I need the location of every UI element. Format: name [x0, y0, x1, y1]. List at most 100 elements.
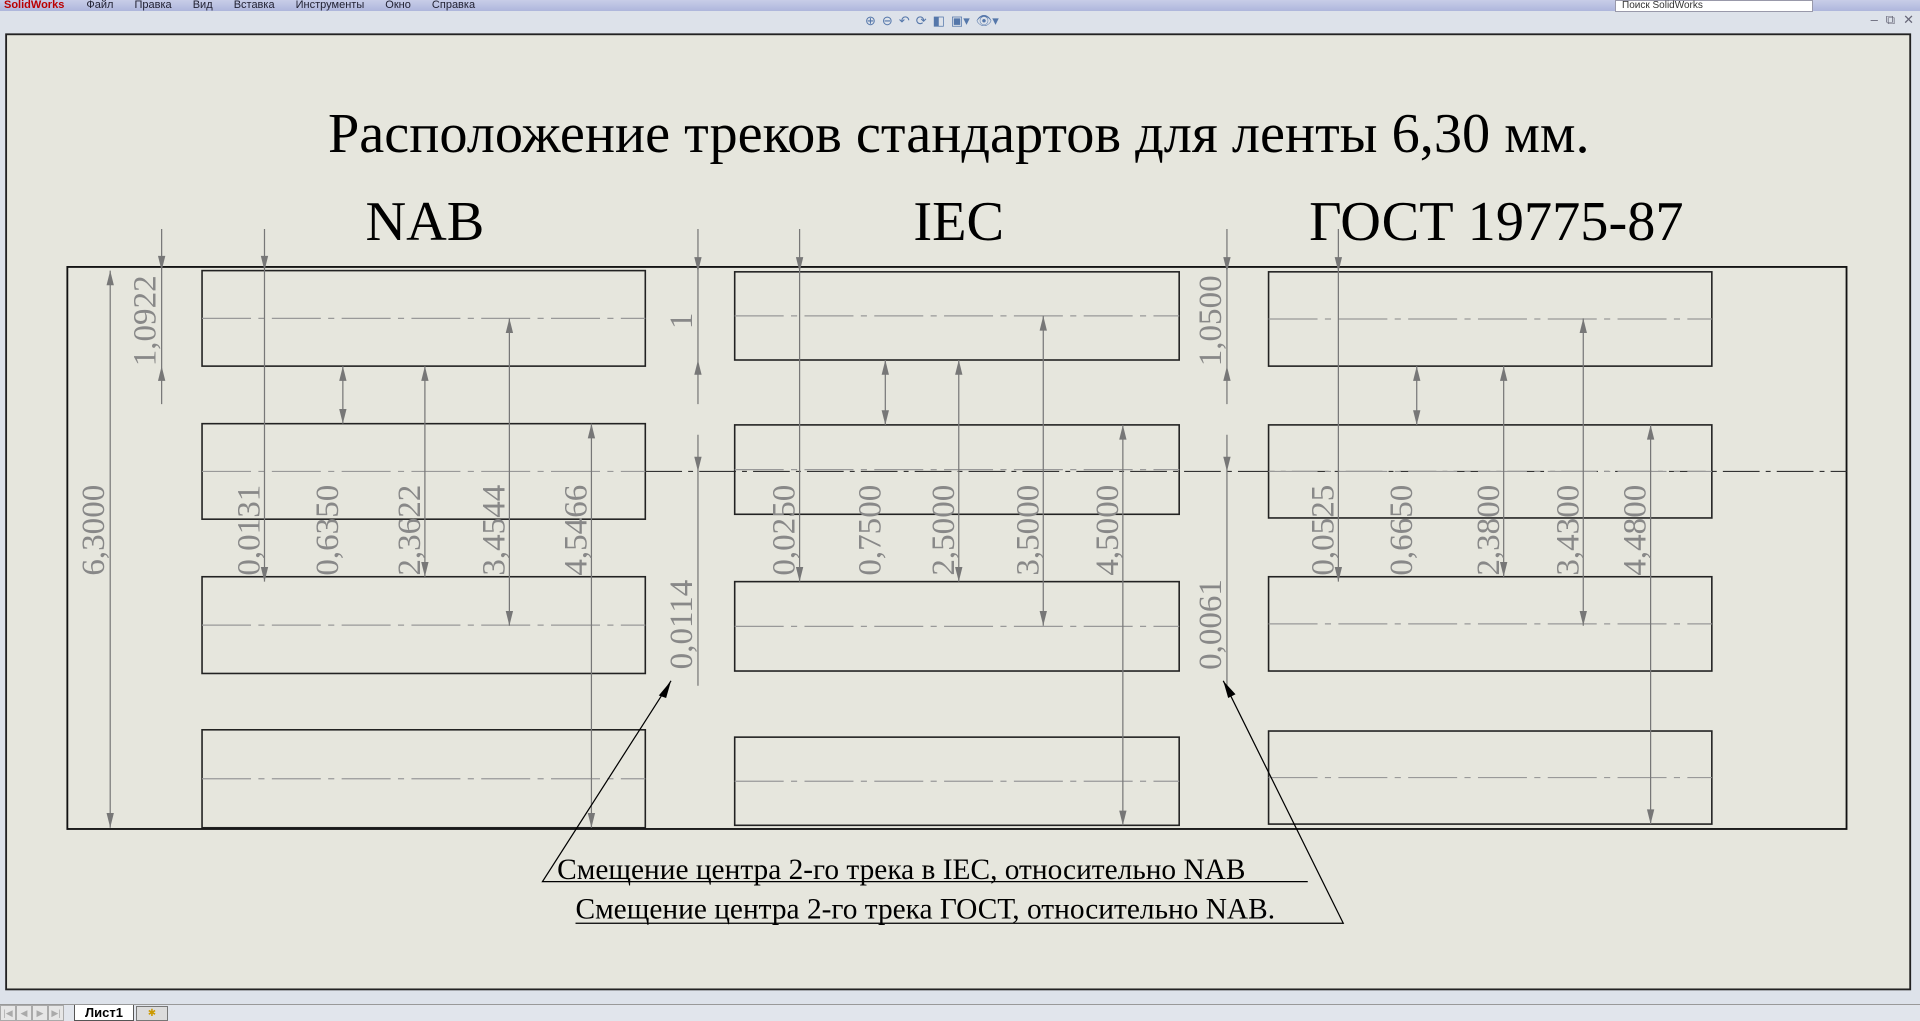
dimension-arrow [1579, 318, 1587, 334]
standard-title-gost: ГОСТ 19775-87 [1309, 191, 1683, 253]
note-gost-offset: Смещение центра 2-го трека ГОСТ, относит… [576, 893, 1276, 925]
dimension-arrow [694, 257, 702, 272]
minimize-button[interactable]: – [1870, 12, 1878, 27]
sheet-tab-list1[interactable]: Лист1 [74, 1005, 134, 1021]
dimension-arrow [1039, 611, 1047, 626]
redraw-icon[interactable]: ⟳ [915, 13, 927, 28]
menu-edit[interactable]: Правка [134, 0, 172, 11]
prev-sheet-button[interactable]: ◀ [16, 1005, 32, 1021]
first-sheet-button[interactable]: |◀ [0, 1005, 16, 1021]
dimension-arrow [1223, 257, 1231, 272]
dimension-label: 2,5000 [926, 485, 962, 576]
dimension-label: 3,4300 [1550, 485, 1586, 576]
dimension-arrow [505, 611, 514, 626]
dimension-arrow [694, 360, 702, 375]
dimension-label: 2,3800 [1471, 485, 1507, 576]
track-width-dimension-label: 1,0922 [128, 275, 164, 366]
close-button[interactable]: ✕ [1903, 12, 1914, 27]
track-width-dimension-label: 1,0500 [1193, 275, 1229, 366]
dimension-arrow [955, 566, 963, 582]
dimension-label: 3,5000 [1010, 485, 1046, 576]
leader-arrow [658, 680, 672, 698]
dimension-arrow [1119, 424, 1127, 440]
dimension-label: 2,3622 [392, 485, 428, 576]
dimension-arrow [106, 813, 114, 828]
dimension-arrow [1413, 410, 1421, 425]
last-sheet-button[interactable]: ▶| [48, 1005, 64, 1021]
dimension-arrow [260, 255, 269, 271]
dimension-label: 3,4544 [476, 485, 512, 576]
zoom-area-icon[interactable]: ⊖ [881, 13, 893, 28]
dimension-label: 0,0250 [767, 485, 803, 576]
previous-view-icon[interactable]: ↶ [898, 13, 910, 28]
dimension-arrow [795, 257, 804, 272]
dimension-arrow [955, 360, 963, 375]
dimension-label: 4,5000 [1090, 485, 1126, 576]
leader-gost [575, 680, 1345, 924]
dimension-arrow [587, 813, 596, 828]
dimension-arrow [1334, 257, 1343, 272]
standard-title-nab: NAB [365, 191, 484, 253]
offset-dimension-label: 0,0061 [1193, 579, 1229, 670]
dimension-arrow [260, 566, 269, 582]
restore-button[interactable]: ⧉ [1885, 12, 1896, 27]
menu-view[interactable]: Вид [192, 0, 213, 11]
view-toolbar: ⊕ ⊖ ↶ ⟳ ◧ ▣▾ 👁▾ [865, 12, 999, 30]
dimension-label: 4,4800 [1618, 485, 1654, 576]
3d-section-icon[interactable]: ◧ [932, 13, 945, 28]
dimension-arrow [1500, 366, 1508, 381]
app-brand: SolidWorks [4, 0, 65, 11]
drawing-title: Расположение треков стандартов для ленты… [328, 103, 1590, 165]
dimension-arrow [1646, 424, 1655, 440]
hide-show-icon[interactable]: 👁▾ [975, 13, 999, 28]
dimension-arrow [694, 456, 702, 472]
dimension-label: 0,0131 [232, 485, 268, 576]
dimension-arrow [881, 360, 889, 375]
add-sheet-icon[interactable]: ✱ [135, 1005, 168, 1021]
dimension-arrow [881, 410, 889, 425]
menu-window[interactable]: Окно [385, 0, 411, 11]
dimension-arrow [106, 270, 114, 286]
menu-insert[interactable]: Вставка [233, 0, 275, 11]
tape-outline [66, 266, 1848, 830]
dimension-arrow [1119, 810, 1127, 826]
search-input[interactable]: Поиск SolidWorks [1615, 0, 1813, 12]
display-style-icon[interactable]: ▣▾ [950, 13, 970, 28]
dimension-arrow [1646, 809, 1655, 825]
dimension-arrow [157, 366, 166, 381]
dimension-arrow [1223, 456, 1231, 472]
dimension-arrow [1223, 366, 1231, 381]
dimension-arrow [795, 566, 804, 582]
dimension-arrow [587, 423, 596, 439]
dimension-label: 4,5466 [559, 485, 595, 576]
menu-tools[interactable]: Инструменты [295, 0, 365, 11]
menu-file[interactable]: Файл [86, 0, 114, 11]
leader-iec [541, 680, 1308, 883]
window-controls: – ⧉ ✕ [1871, 12, 1914, 28]
menu-bar: SolidWorks Файл Правка Вид Вставка Инстр… [0, 0, 1920, 11]
dimension-label: 0,6350 [310, 485, 346, 576]
dimension-arrow [157, 255, 166, 271]
dimension-arrow [1039, 315, 1047, 331]
total-width-dimension-label: 6,3000 [76, 485, 112, 576]
dimension-label: 0,6650 [1384, 485, 1420, 576]
dimension-arrow [339, 408, 347, 424]
zoom-fit-icon[interactable]: ⊕ [865, 13, 876, 28]
menu-help[interactable]: Справка [431, 0, 476, 11]
dimension-arrow [1334, 566, 1343, 582]
note-iec-offset: Смещение центра 2-го трека в IEC, относи… [557, 854, 1245, 886]
dimension-arrow [505, 318, 514, 334]
offset-dimension-label: 0,0114 [664, 580, 700, 670]
sheet-tab-bar: |◀ ◀ ▶ ▶| Лист1 ✱ [0, 1004, 1920, 1021]
track-width-dimension-label: 1 [664, 313, 700, 330]
dimension-arrow [339, 366, 347, 381]
dimension-arrow [421, 562, 429, 577]
dimension-label: 0,0525 [1305, 485, 1341, 576]
standard-title-iec: IEC [913, 191, 1004, 253]
dimension-label: 0,7500 [852, 485, 888, 576]
dimension-arrow [1413, 366, 1421, 381]
dimension-arrow [1500, 562, 1508, 577]
dimension-arrow [1579, 611, 1587, 626]
next-sheet-button[interactable]: ▶ [32, 1005, 48, 1021]
